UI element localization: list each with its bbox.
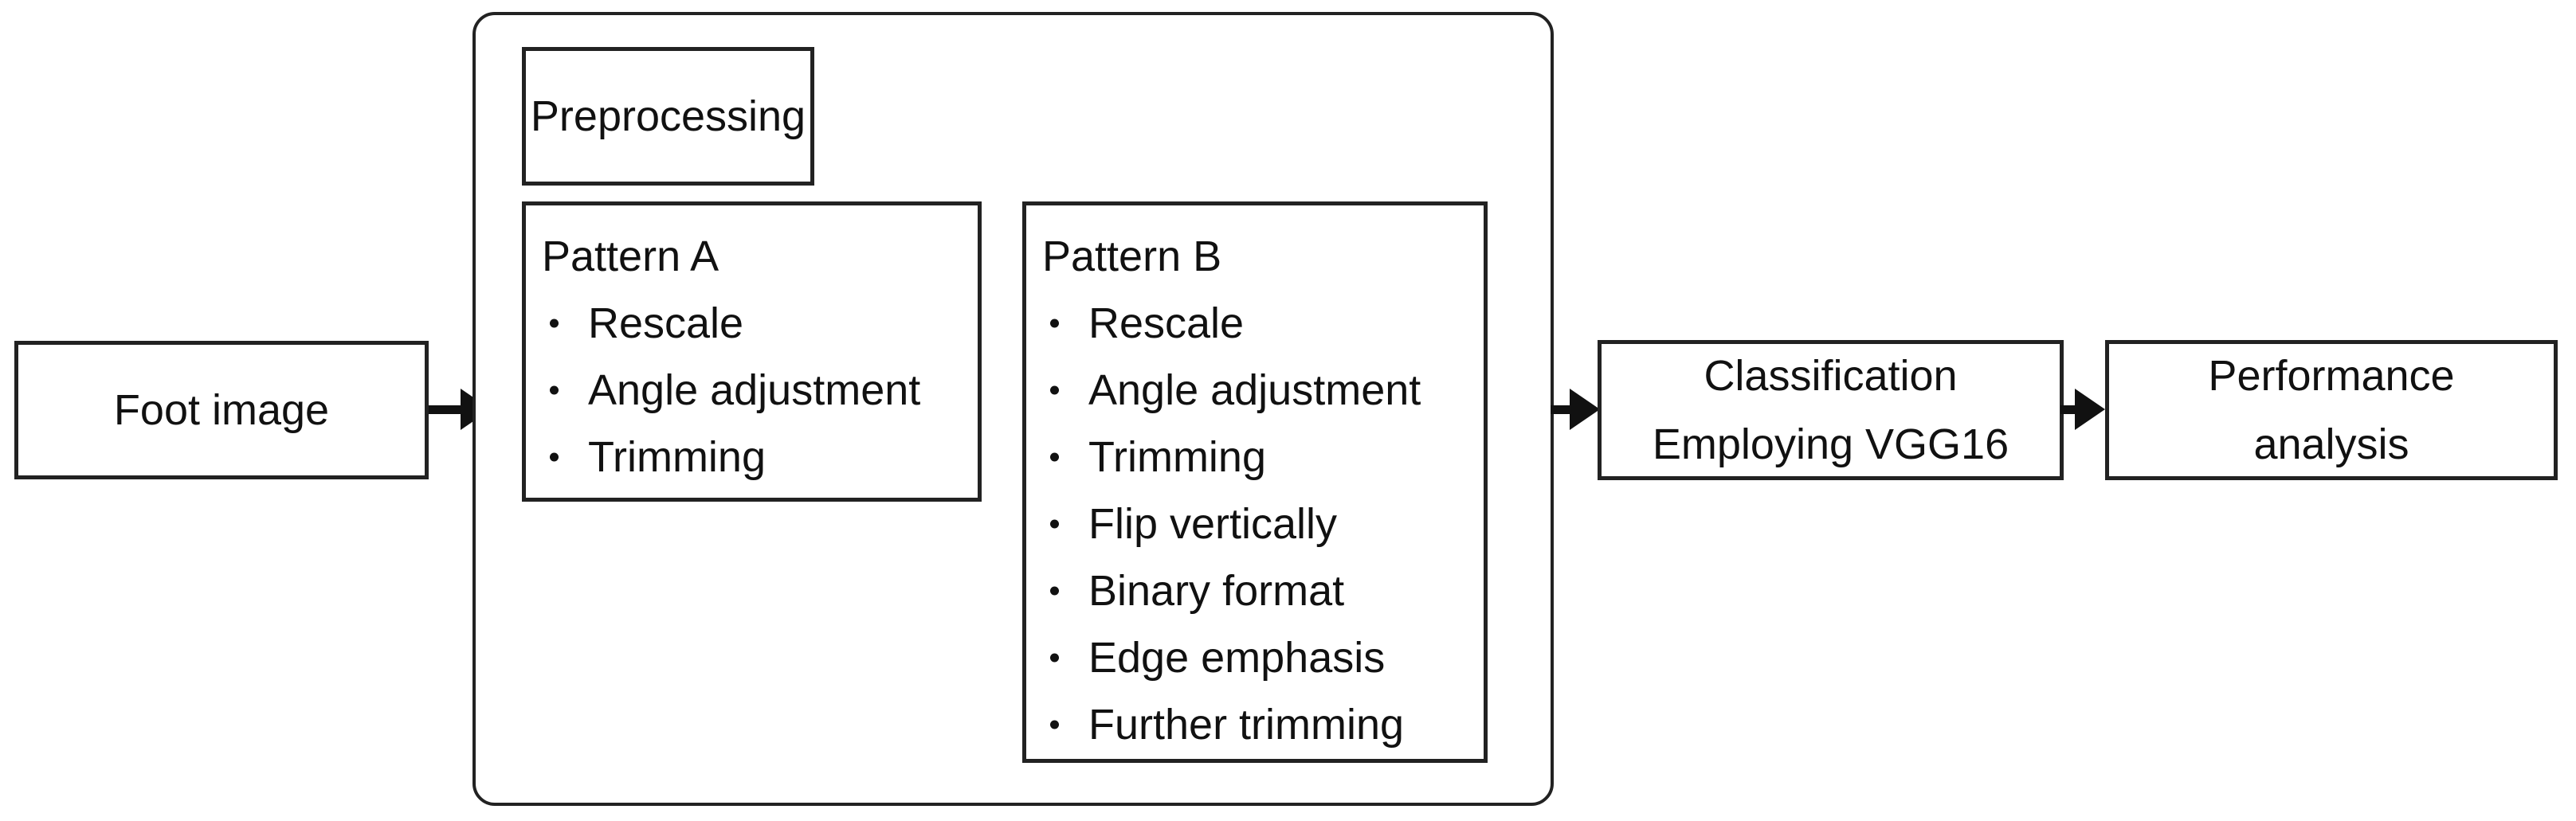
right-arrow-icon-preprocessing-to-classification	[1551, 389, 1600, 430]
pattern-b-item-trimming: Trimming	[1041, 424, 1476, 491]
pattern-b-item-binary-format: Binary format	[1041, 557, 1476, 624]
classification-label: Classification Employing VGG16	[1653, 342, 2009, 479]
arrow-head	[1570, 389, 1600, 430]
pattern-b-item-edge-emphasis: Edge emphasis	[1041, 624, 1476, 691]
pattern-b-node: Pattern B Rescale Angle adjustment Trimm…	[1022, 201, 1488, 763]
classification-label-line2: Employing VGG16	[1652, 420, 2009, 468]
performance-node: Performance analysis	[2105, 340, 2558, 480]
preprocessing-title-label: Preprocessing	[530, 92, 806, 140]
right-arrow-icon-classification-to-performance	[2060, 389, 2105, 430]
pattern-b-item-angle-adjustment: Angle adjustment	[1041, 357, 1476, 424]
arrow-shaft	[1551, 405, 1570, 414]
pattern-a-item-rescale: Rescale	[540, 290, 970, 357]
pattern-a-item-trimming: Trimming	[540, 424, 970, 491]
preprocessing-title-node: Preprocessing	[522, 47, 814, 186]
arrow-shaft	[2060, 405, 2075, 414]
pattern-a-list: Rescale Angle adjustment Trimming	[540, 290, 970, 491]
performance-label-line2: analysis	[2253, 420, 2409, 468]
pattern-a-node: Pattern A Rescale Angle adjustment Trimm…	[522, 201, 982, 502]
performance-label: Performance analysis	[2208, 342, 2454, 479]
pattern-a-title: Pattern A	[542, 233, 719, 280]
pattern-a-item-angle-adjustment: Angle adjustment	[540, 357, 970, 424]
pattern-b-item-further-trimming: Further trimming	[1041, 691, 1476, 758]
classification-label-line1: Classification	[1704, 352, 1958, 400]
foot-image-node: Foot image	[14, 341, 429, 479]
foot-image-label: Foot image	[113, 386, 330, 434]
pattern-b-title: Pattern B	[1042, 233, 1222, 280]
pattern-b-list: Rescale Angle adjustment Trimming Flip v…	[1041, 290, 1476, 758]
pattern-b-item-rescale: Rescale	[1041, 290, 1476, 357]
performance-label-line1: Performance	[2208, 352, 2455, 400]
pattern-b-item-flip-vertically: Flip vertically	[1041, 491, 1476, 557]
arrow-head	[2075, 389, 2105, 430]
classification-node: Classification Employing VGG16	[1598, 340, 2064, 480]
arrow-shaft	[429, 405, 461, 414]
